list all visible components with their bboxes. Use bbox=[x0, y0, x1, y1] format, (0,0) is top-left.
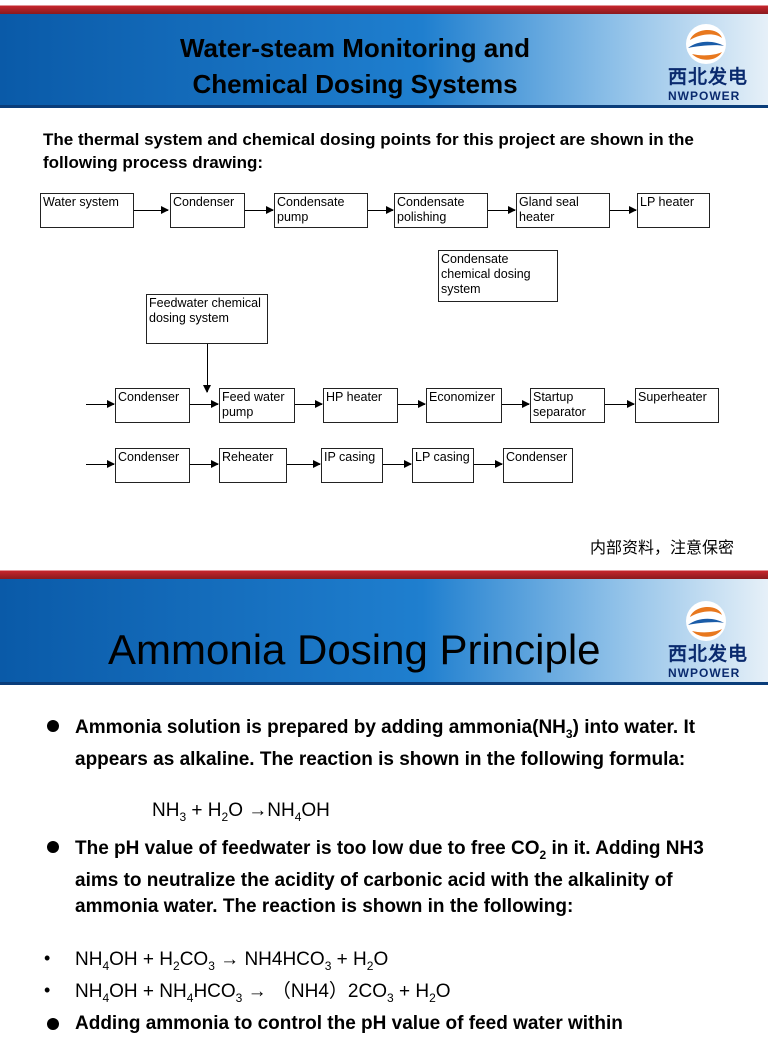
box-reheater: Reheater bbox=[219, 448, 287, 483]
bullet-ammonia-solution: Ammonia solution is prepared by adding a… bbox=[75, 717, 696, 770]
confidential-note: 内部资料，注意保密 bbox=[590, 540, 735, 557]
box-economizer: Economizer bbox=[426, 388, 502, 423]
arrow bbox=[502, 400, 530, 408]
banner-stripe bbox=[0, 0, 768, 14]
nwpower-logo-mark-icon bbox=[686, 601, 726, 641]
slide1-title-line1: Water-steam Monitoring and bbox=[179, 33, 531, 63]
slide2-title: Ammonia Dosing Principle bbox=[108, 626, 601, 673]
box-ip-casing: IP casing bbox=[321, 448, 383, 483]
logo-english-text: NWPOWER bbox=[668, 89, 741, 103]
nwpower-logo-mark-icon bbox=[686, 24, 726, 64]
box-condensate-dosing: Condensate chemical dosing system bbox=[438, 250, 558, 302]
equation-1: NH4OH + H2CO3 → NH4HCO3 + H2O bbox=[75, 949, 389, 973]
logo-chinese-text: 西北发电 bbox=[668, 67, 749, 88]
arrow bbox=[86, 460, 115, 468]
arrow-down bbox=[203, 344, 211, 393]
bullet-small-dot: • bbox=[44, 980, 51, 1000]
slide2-banner bbox=[0, 565, 768, 685]
slide1-title-line2: Chemical Dosing Systems bbox=[192, 69, 518, 99]
arrow bbox=[383, 460, 412, 468]
box-feedwater-dosing: Feedwater chemical dosing system bbox=[146, 294, 268, 344]
banner-underline bbox=[0, 682, 768, 685]
arrow bbox=[190, 460, 219, 468]
slide-ammonia: 西北发电 NWPOWER bbox=[0, 565, 768, 1024]
arrow bbox=[287, 460, 321, 468]
equation-2: NH4OH + NH4HCO3 → （NH4）2CO3 + H2O bbox=[75, 981, 451, 1005]
slide1-title: Water-steam Monitoring and Chemical Dosi… bbox=[0, 30, 710, 102]
arrow bbox=[134, 206, 169, 214]
bullet-dot bbox=[47, 720, 59, 732]
arrow bbox=[245, 206, 274, 214]
box-condenser-3: Condenser bbox=[115, 448, 190, 483]
nwpower-logo: 西北发电 NWPOWER bbox=[660, 20, 760, 106]
bullet-adding-ammonia: Adding ammonia to control the pH value o… bbox=[75, 1013, 623, 1034]
slide1-intro: The thermal system and chemical dosing p… bbox=[43, 130, 694, 172]
box-condenser-1: Condenser bbox=[170, 193, 245, 228]
box-condenser-2: Condenser bbox=[115, 388, 190, 423]
arrow bbox=[86, 400, 115, 408]
bullet-dot bbox=[47, 1018, 59, 1030]
box-lp-casing: LP casing bbox=[412, 448, 474, 483]
box-lp-heater: LP heater bbox=[637, 193, 710, 228]
box-condensate-polishing: Condensate polishing bbox=[394, 193, 488, 228]
box-gland-seal-heater: Gland seal heater bbox=[516, 193, 610, 228]
arrow bbox=[488, 206, 516, 214]
box-feed-water-pump: Feed water pump bbox=[219, 388, 295, 423]
box-condensate-pump: Condensate pump bbox=[274, 193, 368, 228]
arrow bbox=[610, 206, 637, 214]
arrow bbox=[398, 400, 426, 408]
banner-underline bbox=[0, 105, 768, 108]
bullet-ph-value: The pH value of feedwater is too low due… bbox=[75, 838, 704, 917]
nwpower-logo: 西北发电 NWPOWER bbox=[660, 597, 760, 683]
box-superheater: Superheater bbox=[635, 388, 719, 423]
logo-chinese-text: 西北发电 bbox=[668, 644, 749, 665]
box-startup-separator: Startup separator bbox=[530, 388, 605, 423]
slide-water-steam: Water-steam Monitoring and Chemical Dosi… bbox=[0, 0, 768, 557]
box-condenser-4: Condenser bbox=[503, 448, 573, 483]
slide1-banner bbox=[0, 0, 768, 108]
formula-nh3-h2o: NH3 + H2O →NH4OH bbox=[152, 800, 330, 824]
arrow bbox=[368, 206, 394, 214]
arrow bbox=[190, 400, 219, 408]
banner-stripe bbox=[0, 565, 768, 579]
bullet-dot bbox=[47, 841, 59, 853]
box-hp-heater: HP heater bbox=[323, 388, 398, 423]
arrow bbox=[605, 400, 635, 408]
arrow bbox=[474, 460, 503, 468]
box-water-system: Water system bbox=[40, 193, 134, 228]
arrow bbox=[295, 400, 323, 408]
logo-english-text: NWPOWER bbox=[668, 666, 741, 680]
bullet-small-dot: • bbox=[44, 948, 51, 968]
